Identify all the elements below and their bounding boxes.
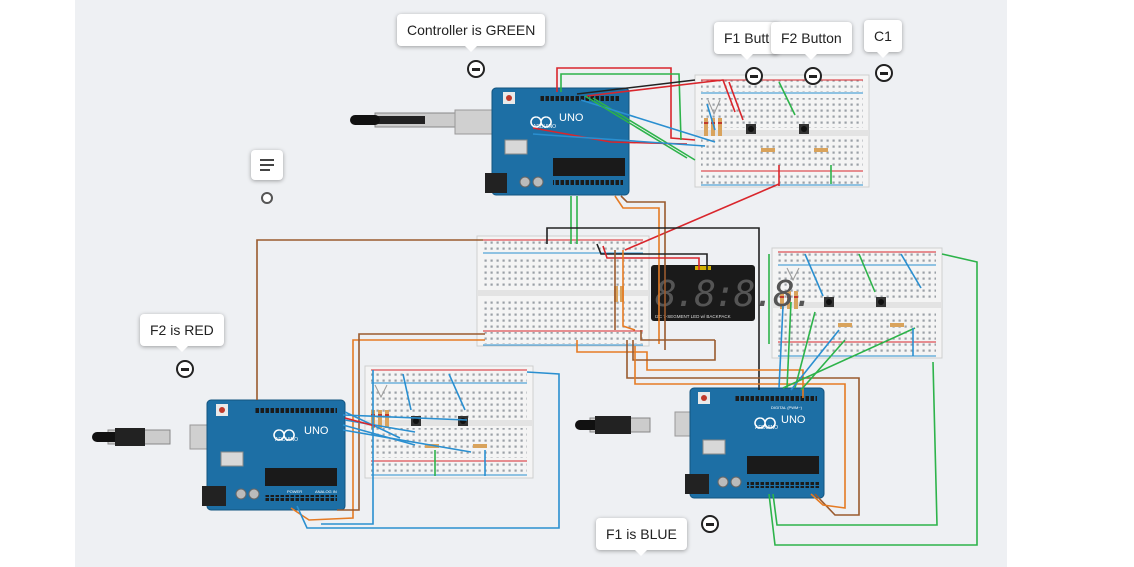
uno-label-bottom-right: UNO: [781, 414, 806, 426]
uno-label-bottom-left: UNO: [304, 425, 329, 437]
breadboard-bottom-left[interactable]: [364, 365, 534, 479]
arduino-label-bottom-right: ARDUINO: [755, 425, 778, 431]
arduino-bottom-left[interactable]: UNO ARDUINO POWER ANALOG IN: [92, 399, 346, 511]
seven-segment-display[interactable]: 8.8:8.8. I2C 7-SEGMENT LED w/ BACKPACK: [651, 265, 814, 321]
digital-label-bottom-right: DIGITAL (PWM~): [771, 405, 803, 410]
analog-label-bottom-left: ANALOG IN: [315, 489, 337, 494]
arduino-top[interactable]: UNO ARDUINO: [350, 87, 630, 196]
circuit-canvas[interactable]: UNO ARDUINO UNO ARDUINO POWER ANALOG IN: [75, 0, 1007, 567]
wires: [256, 67, 978, 546]
minus-circle-icon[interactable]: [745, 67, 763, 85]
display-digits: 8.8:8.8.: [655, 274, 812, 315]
label-f2-red[interactable]: F2 is RED: [140, 314, 224, 352]
label-f1-button[interactable]: F1 Butt: [714, 22, 780, 60]
minus-circle-icon[interactable]: [467, 60, 485, 78]
label-f2-button[interactable]: F2 Button: [771, 22, 852, 60]
power-label-bottom-left: POWER: [287, 489, 302, 494]
display-caption: I2C 7-SEGMENT LED w/ BACKPACK: [655, 314, 731, 319]
minus-circle-icon[interactable]: [701, 515, 719, 533]
label-c1[interactable]: C1: [864, 20, 902, 58]
minus-circle-icon[interactable]: [804, 67, 822, 85]
note-icon[interactable]: [251, 150, 283, 180]
minus-circle-icon[interactable]: [875, 64, 893, 82]
label-f1-blue[interactable]: F1 is BLUE: [596, 518, 687, 556]
uno-label-top: UNO: [559, 112, 584, 124]
arduino-bottom-right[interactable]: UNO ARDUINO DIGITAL (PWM~): [575, 387, 825, 499]
minus-circle-icon[interactable]: [176, 360, 194, 378]
breadboard-top-right[interactable]: [694, 74, 870, 188]
label-controller[interactable]: Controller is GREEN: [397, 14, 546, 52]
circuit-svg[interactable]: UNO ARDUINO UNO ARDUINO POWER ANALOG IN: [75, 0, 1007, 567]
note-anchor-icon[interactable]: [261, 192, 273, 204]
